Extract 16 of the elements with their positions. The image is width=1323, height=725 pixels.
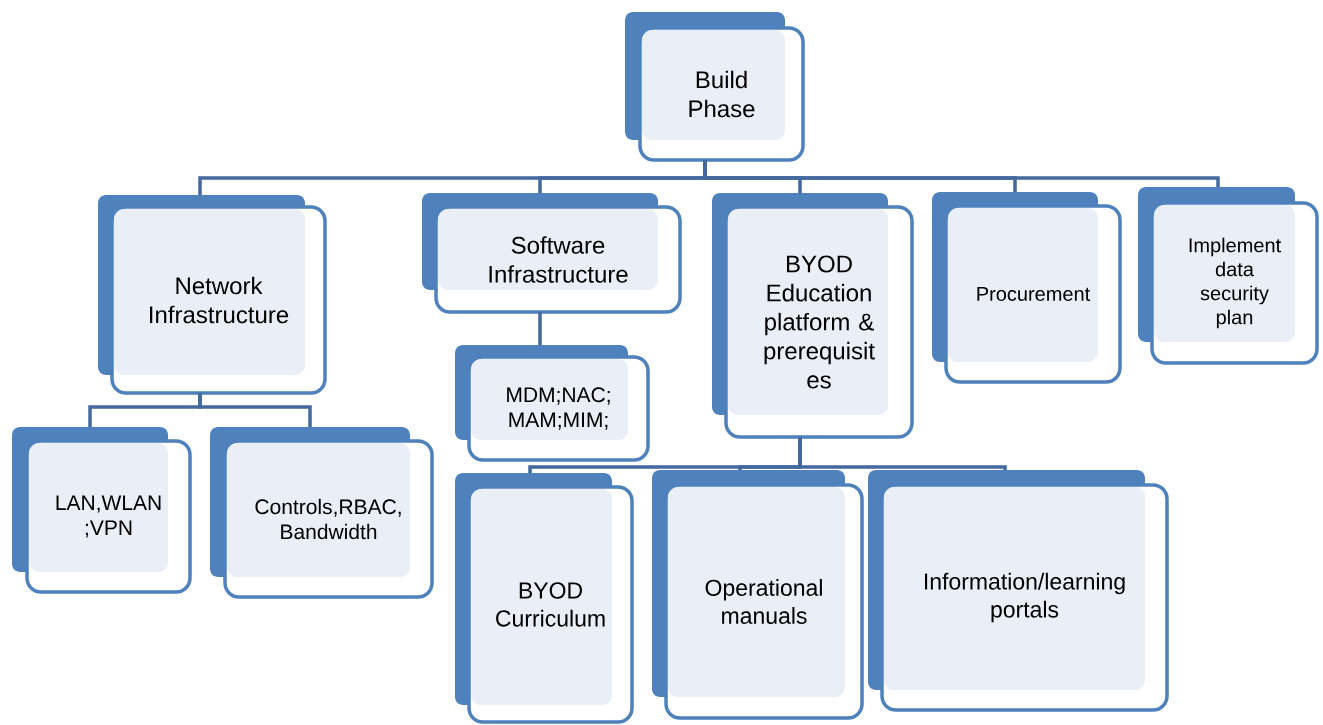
process-box: BYOD Curriculum: [455, 473, 634, 724]
process-box: Controls,RBAC, Bandwidth: [210, 427, 434, 599]
process-box: LAN,WLAN ;VPN: [12, 427, 192, 594]
process-box: Procurement: [932, 192, 1122, 384]
process-box: Implement data security plan: [1138, 187, 1319, 365]
connector: [798, 437, 1007, 470]
process-box: Build Phase: [625, 12, 805, 162]
process-box: Software Infrastructure: [422, 193, 682, 314]
connector: [198, 393, 312, 427]
process-box: Operational manuals: [652, 470, 864, 720]
process-box: Information/learning portals: [868, 470, 1169, 712]
process-box: Network Infrastructure: [98, 195, 327, 395]
process-box: BYOD Education platform & prerequisit es: [712, 193, 914, 439]
process-box: MDM;NAC; MAM;MIM;: [455, 345, 650, 462]
connector: [538, 312, 542, 345]
connector: [703, 160, 1220, 187]
